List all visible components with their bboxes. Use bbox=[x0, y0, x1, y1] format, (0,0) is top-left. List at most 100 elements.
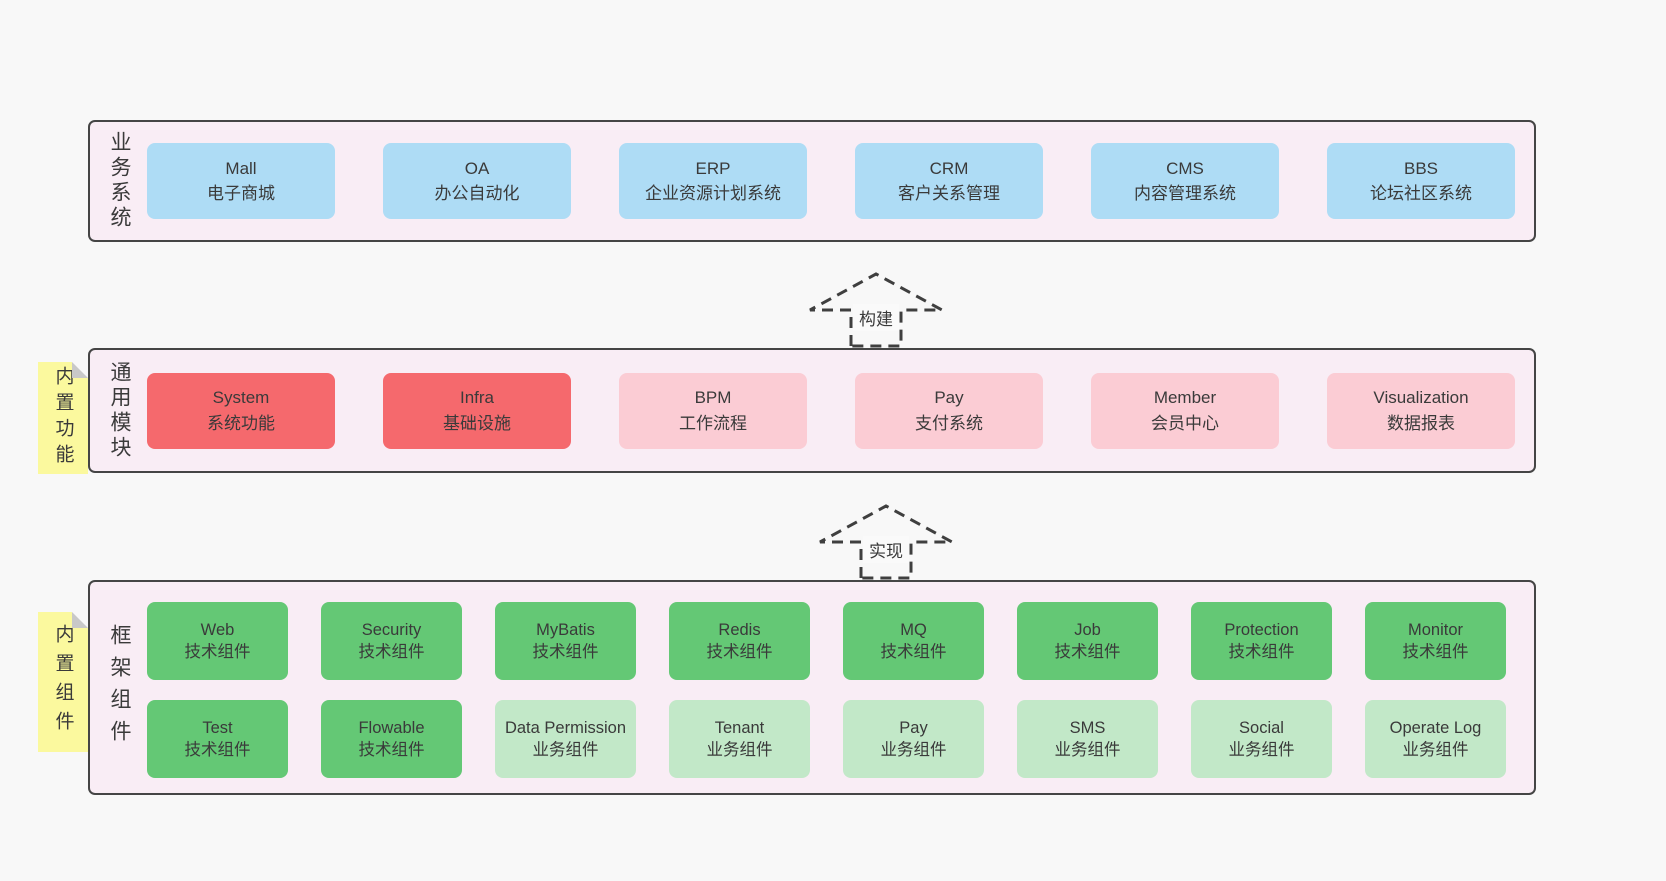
box-title: CMS bbox=[1166, 158, 1204, 178]
box-subtitle: 业务组件 bbox=[1054, 741, 1121, 759]
box-title: Job bbox=[1074, 620, 1101, 639]
box-subtitle: 数据报表 bbox=[1387, 413, 1455, 433]
box-subtitle: 业务组件 bbox=[1228, 741, 1295, 759]
business-systems-boxes: Mall 电子商城 OA 办公自动化 ERP 企业资源计划系统 CRM 客户关系管理 CMS 内容… bbox=[147, 122, 1515, 240]
box-subtitle: 技术组件 bbox=[184, 643, 251, 661]
box-title: BBS bbox=[1403, 158, 1439, 178]
module-box-cms: CMS 内容管理系统 bbox=[1091, 143, 1279, 219]
box-subtitle: 技术组件 bbox=[880, 643, 947, 661]
box-subtitle: 技术组件 bbox=[358, 741, 425, 759]
box-title: Web bbox=[200, 620, 235, 639]
builtin-components-note: 内置组件 bbox=[38, 612, 88, 752]
box-subtitle: 办公自动化 bbox=[434, 184, 520, 203]
box-title: Test bbox=[202, 718, 233, 737]
module-box-security: Security 技术组件 bbox=[321, 602, 462, 680]
box-subtitle: 技术组件 bbox=[184, 741, 251, 759]
box-title: MyBatis bbox=[536, 620, 595, 639]
box-subtitle: 技术组件 bbox=[358, 643, 425, 661]
box-title: SMS bbox=[1069, 718, 1106, 737]
module-box-erp: ERP 企业资源计划系统 bbox=[619, 143, 807, 219]
builtin-functions-note: 内置功能 bbox=[38, 362, 88, 474]
box-subtitle: 业务组件 bbox=[532, 741, 599, 759]
box-title: MQ bbox=[900, 620, 927, 639]
box-title: Tenant bbox=[714, 718, 765, 737]
box-subtitle: 技术组件 bbox=[1228, 643, 1295, 661]
box-title: Operate Log bbox=[1389, 718, 1482, 737]
box-subtitle: 电子商城 bbox=[207, 184, 275, 203]
box-subtitle: 技术组件 bbox=[1054, 643, 1121, 661]
module-box-system: System 系统功能 bbox=[147, 372, 335, 449]
module-box-job: Job 技术组件 bbox=[1017, 602, 1158, 680]
module-box-bpm: BPM 工作流程 bbox=[619, 372, 807, 449]
box-title: Pay bbox=[934, 388, 964, 407]
box-title: System bbox=[212, 388, 270, 407]
box-title: Infra bbox=[459, 388, 495, 407]
box-title: Social bbox=[1239, 718, 1284, 737]
business-systems-band: 业务系统 Mall 电子商城 OA 办公自动化 ERP 企业资源计划系统 CRM 客户关系管理… bbox=[88, 120, 1536, 242]
box-subtitle: 业务组件 bbox=[1402, 741, 1469, 759]
module-box-flowable: Flowable 技术组件 bbox=[321, 700, 462, 778]
module-box-operate-log: Operate Log 业务组件 bbox=[1365, 700, 1506, 778]
box-title: Monitor bbox=[1407, 620, 1464, 639]
box-subtitle: 企业资源计划系统 bbox=[645, 184, 781, 203]
module-box-tenant: Tenant 业务组件 bbox=[669, 700, 810, 778]
implement-arrow-label: 实现 bbox=[863, 536, 909, 563]
box-subtitle: 技术组件 bbox=[532, 643, 599, 661]
module-box-data-permission: Data Permission 业务组件 bbox=[495, 700, 636, 778]
box-title: Security bbox=[361, 620, 422, 639]
module-box-bbs: BBS 论坛社区系统 bbox=[1327, 143, 1515, 219]
box-title: Data Permission bbox=[504, 718, 627, 737]
box-title: OA bbox=[464, 158, 490, 178]
framework-components-label: 框架组件 bbox=[108, 623, 131, 752]
build-arrow: 构建 bbox=[806, 270, 946, 348]
common-modules-band: 通用模块 System 系统功能 Infra 基础设施 BPM 工作流程 Pay 支付系统 Me… bbox=[88, 348, 1536, 473]
box-subtitle: 业务组件 bbox=[880, 741, 947, 759]
build-arrow-label: 构建 bbox=[853, 304, 899, 331]
module-box-pay: Pay 支付系统 bbox=[855, 372, 1043, 449]
dashed-up-arrow-icon bbox=[819, 504, 953, 580]
box-title: Protection bbox=[1224, 620, 1299, 639]
module-box-mall: Mall 电子商城 bbox=[147, 143, 335, 219]
business-systems-label: 业务系统 bbox=[108, 131, 131, 231]
module-box-mq: MQ 技术组件 bbox=[843, 602, 984, 680]
box-title: BPM bbox=[694, 388, 732, 407]
module-box-visualization: Visualization 数据报表 bbox=[1327, 372, 1515, 449]
box-subtitle: 内容管理系统 bbox=[1134, 184, 1236, 203]
box-title: Redis bbox=[718, 620, 761, 639]
box-subtitle: 业务组件 bbox=[706, 741, 773, 759]
module-box-crm: CRM 客户关系管理 bbox=[855, 143, 1043, 219]
box-subtitle: 系统功能 bbox=[207, 413, 275, 433]
box-title: Flowable bbox=[358, 718, 425, 737]
module-box-protection: Protection 技术组件 bbox=[1191, 602, 1332, 680]
box-subtitle: 基础设施 bbox=[443, 413, 511, 433]
module-box-web: Web 技术组件 bbox=[147, 602, 288, 680]
module-box-mybatis: MyBatis 技术组件 bbox=[495, 602, 636, 680]
module-box-pay: Pay 业务组件 bbox=[843, 700, 984, 778]
module-box-test: Test 技术组件 bbox=[147, 700, 288, 778]
box-subtitle: 技术组件 bbox=[1402, 643, 1469, 661]
box-subtitle: 论坛社区系统 bbox=[1370, 184, 1472, 203]
box-subtitle: 技术组件 bbox=[706, 643, 773, 661]
module-box-redis: Redis 技术组件 bbox=[669, 602, 810, 680]
module-box-monitor: Monitor 技术组件 bbox=[1365, 602, 1506, 680]
module-box-sms: SMS 业务组件 bbox=[1017, 700, 1158, 778]
box-title: Pay bbox=[899, 718, 928, 737]
implement-arrow: 实现 bbox=[816, 502, 956, 580]
module-box-social: Social 业务组件 bbox=[1191, 700, 1332, 778]
module-box-oa: OA 办公自动化 bbox=[383, 143, 571, 219]
box-title: Visualization bbox=[1373, 388, 1469, 407]
box-title: CRM bbox=[929, 158, 969, 178]
box-subtitle: 工作流程 bbox=[679, 413, 747, 433]
dashed-up-arrow-icon bbox=[809, 272, 943, 348]
common-modules-label: 通用模块 bbox=[108, 360, 131, 461]
box-subtitle: 客户关系管理 bbox=[898, 184, 1000, 203]
box-subtitle: 支付系统 bbox=[915, 413, 983, 433]
box-subtitle: 会员中心 bbox=[1151, 413, 1219, 433]
box-title: Mall bbox=[225, 158, 257, 178]
box-title: ERP bbox=[695, 158, 731, 178]
